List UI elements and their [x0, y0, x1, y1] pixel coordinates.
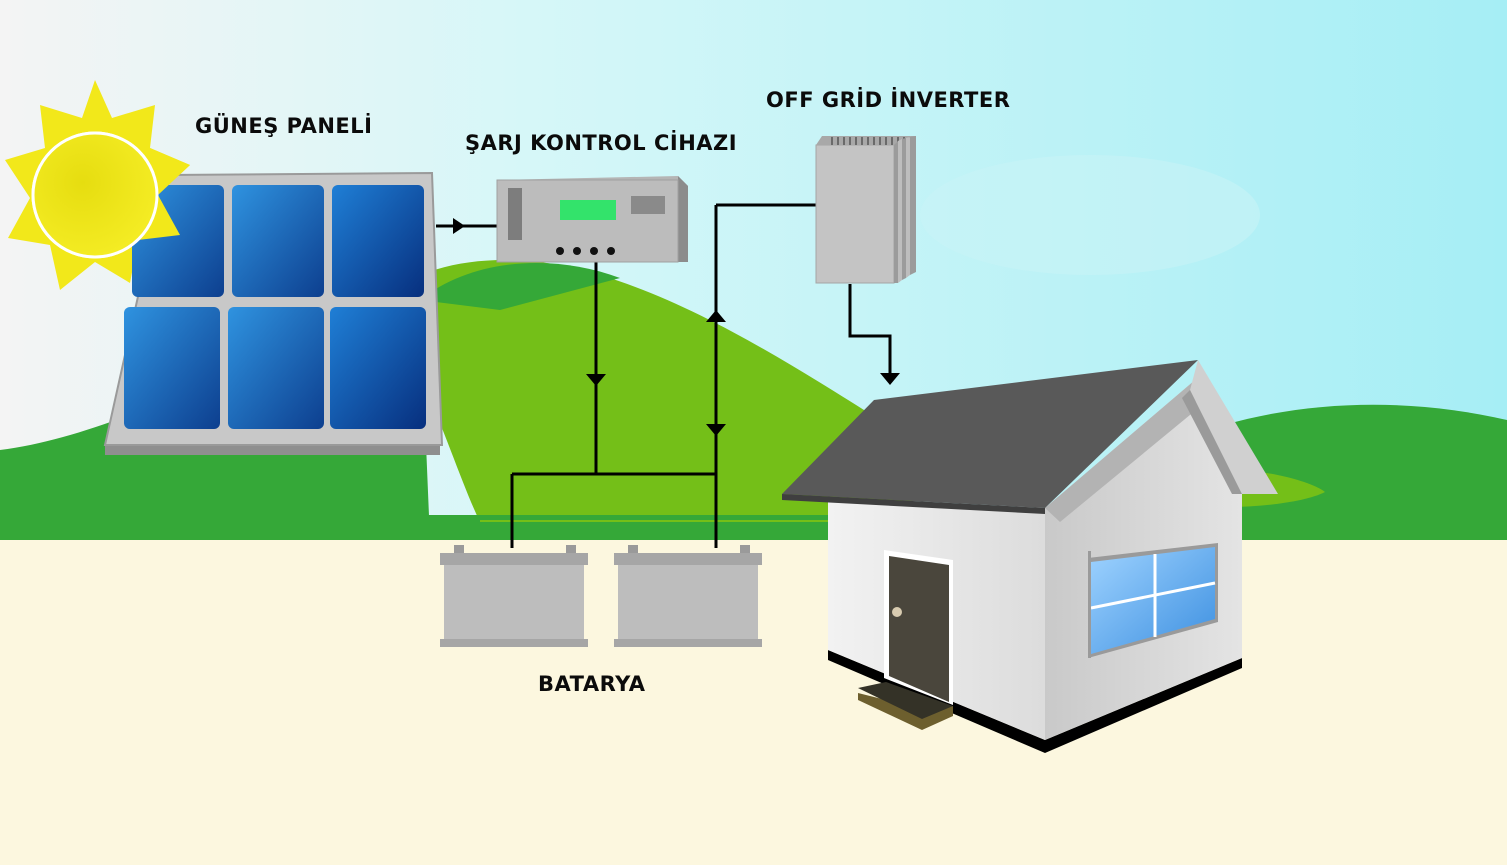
- charge-controller-icon: [496, 176, 688, 263]
- sun-front: [31, 131, 190, 259]
- inverter-label: OFF GRİD İNVERTER: [766, 88, 1011, 112]
- house-icon: [782, 360, 1278, 753]
- battery-icon-2: [614, 545, 762, 647]
- inverter-icon: [815, 136, 916, 284]
- hill-middle: [380, 260, 920, 522]
- hill-middle-back: [420, 262, 620, 310]
- arrow-heads: [453, 218, 900, 436]
- battery-icon-1: [440, 545, 588, 647]
- wiring: [436, 203, 892, 548]
- cloud-haze: [920, 155, 1260, 275]
- grass-strip-light: [480, 520, 870, 522]
- charge-controller-label: ŞARJ KONTROL CİHAZI: [465, 131, 738, 155]
- grass-strip: [0, 515, 1507, 540]
- battery-label: BATARYA: [538, 672, 646, 696]
- hill-right: [1180, 404, 1507, 540]
- solar-panel-label: GÜNEŞ PANELİ: [195, 114, 373, 138]
